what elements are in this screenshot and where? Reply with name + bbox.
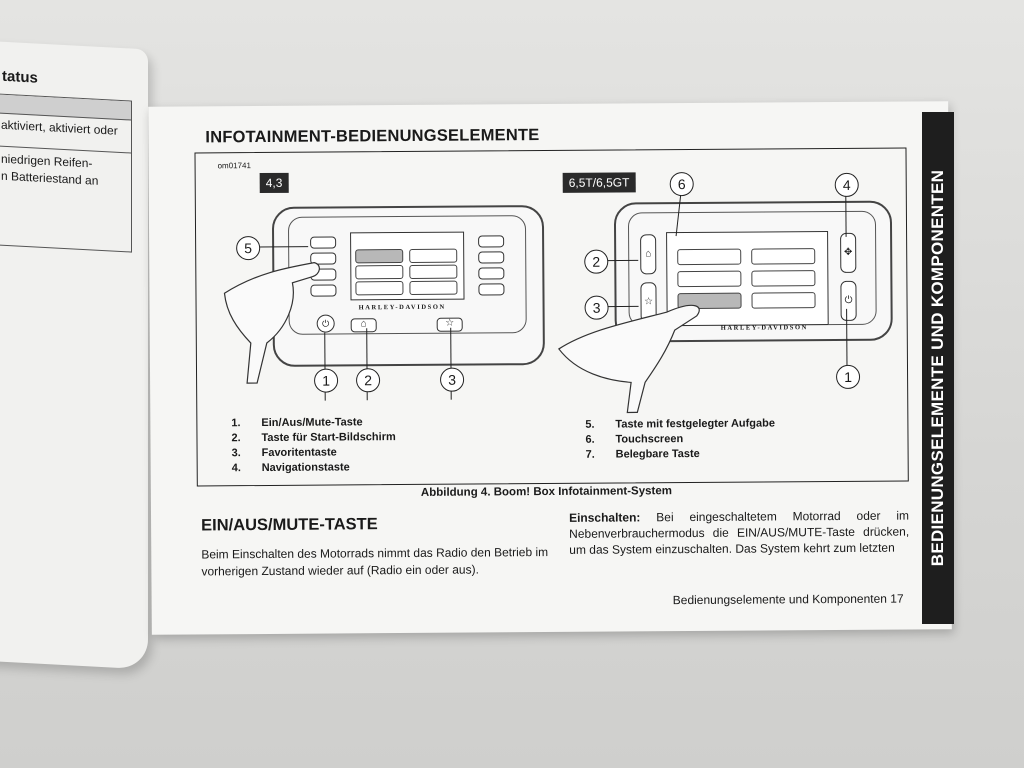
callout-6: 6 (669, 171, 694, 197)
legend-right: 5.Taste mit festgelegter Aufgabe 6.Touch… (585, 417, 775, 463)
legend-item: 2.Taste für Start-Bildschirm (231, 431, 396, 445)
callout-2: 2 (584, 249, 609, 274)
figure: om01741 4,3 6,5T/6,5GT HARLEY-DAVIDSON (194, 147, 909, 487)
callout-3: 3 (439, 367, 465, 392)
manual-page: INFOTAINMENT-BEDIENUNGSELEMENTE om01741 … (148, 101, 952, 635)
legend-item: 4.Navigationstaste (231, 461, 350, 475)
side-tab-label: BEDIENUNGSELEMENTE UND KOMPONENTEN (928, 169, 947, 567)
left-table-row: niedrigen Reifen- n Batteriestand an (0, 147, 131, 196)
legend-item: 6.Touchscreen (585, 433, 684, 446)
left-page-table: aktiviert, aktiviert oder niedrigen Reif… (0, 93, 132, 253)
legend-item: 5.Taste mit festgelegter Aufgabe (585, 417, 775, 431)
paragraph: Beim Einschalten des Motorrads nimmt das… (201, 545, 549, 579)
section-title: INFOTAINMENT-BEDIENUNGSELEMENTE (205, 126, 540, 147)
legend-item: 7.Belegbare Taste (585, 447, 700, 461)
callout-4: 4 (834, 172, 859, 198)
callout-1: 1 (835, 364, 861, 390)
left-page-title: tatus (2, 67, 38, 87)
subsection-heading: EIN/AUS/MUTE-TASTE (201, 515, 378, 535)
page-footer: Bedienungselemente und Komponenten 17 (672, 591, 904, 608)
callout-3: 3 (584, 295, 609, 320)
left-page: tatus aktiviert, aktiviert oder niedrige… (0, 40, 148, 670)
figure-caption: Abbildung 4. Boom! Box Infotainment-Syst… (420, 485, 672, 499)
paragraph: Einschalten: Bei eingeschaltetem Motorra… (569, 507, 909, 557)
legend-item: 3.Favoritentaste (231, 446, 337, 460)
paragraph-lead: Einschalten: (568, 510, 641, 525)
callout-1: 1 (313, 368, 339, 393)
legend-left: 1.Ein/Aus/Mute-Taste 2.Taste für Start-B… (231, 416, 396, 477)
side-tab (922, 112, 954, 624)
legend-item: 1.Ein/Aus/Mute-Taste (231, 416, 363, 430)
hand-illustration (223, 262, 700, 414)
callout-5: 5 (236, 236, 261, 261)
callout-2: 2 (355, 368, 381, 393)
